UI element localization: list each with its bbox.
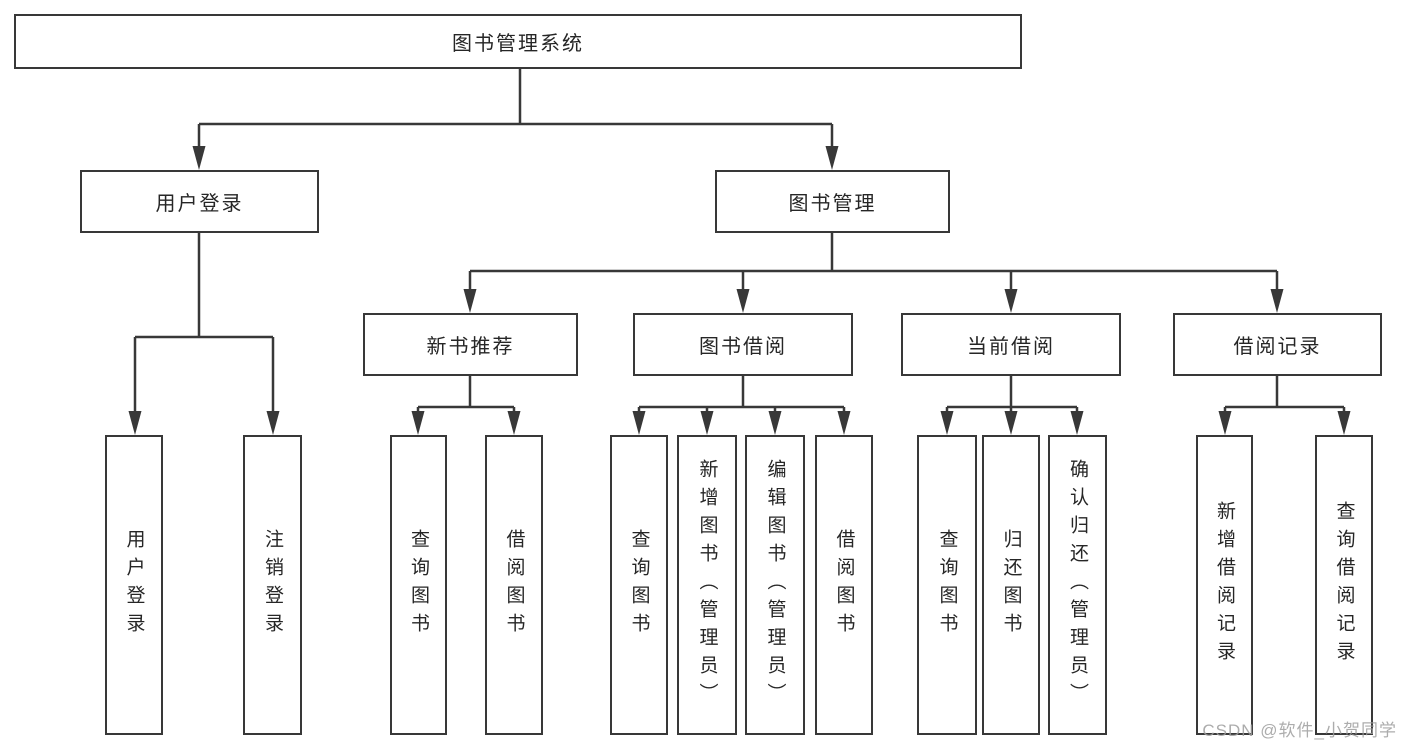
- node-user-login-branch: 用户登录: [80, 170, 319, 233]
- node-book-borrow: 图书借阅: [633, 313, 853, 376]
- leaf-edit-book-admin-label: 编辑图书（管理员）: [764, 459, 786, 711]
- leaf-borrow-book-recommend: 借阅图书: [485, 435, 543, 735]
- leaf-query-book-recommend: 查询图书: [390, 435, 447, 735]
- node-current-borrow-label: 当前借阅: [967, 336, 1055, 358]
- node-book-management-label: 图书管理: [788, 193, 877, 215]
- node-user-login-branch-label: 用户登录: [155, 193, 244, 215]
- leaf-query-borrow-record: 查询借阅记录: [1315, 435, 1373, 735]
- node-new-book-recommend-label: 新书推荐: [426, 336, 515, 358]
- node-borrow-records-label: 借阅记录: [1233, 336, 1322, 358]
- csdn-watermark: CSDN @软件_小贺同学: [1202, 721, 1397, 740]
- node-book-management: 图书管理: [715, 170, 950, 233]
- leaf-logout: 注销登录: [243, 435, 302, 735]
- leaf-add-borrow-record: 新增借阅记录: [1196, 435, 1253, 735]
- node-borrow-records: 借阅记录: [1173, 313, 1382, 376]
- leaf-borrow-book-recommend-label: 借阅图书: [503, 529, 525, 641]
- leaf-query-book-current-label: 查询图书: [936, 529, 958, 641]
- node-root-label: 图书管理系统: [452, 33, 584, 55]
- leaf-user-login-label: 用户登录: [123, 529, 145, 641]
- node-current-borrow: 当前借阅: [901, 313, 1121, 376]
- node-book-borrow-label: 图书借阅: [699, 336, 787, 358]
- leaf-borrow-book-borrow-label: 借阅图书: [833, 529, 855, 641]
- leaf-logout-label: 注销登录: [262, 529, 283, 641]
- node-root: 图书管理系统: [14, 14, 1022, 69]
- leaf-confirm-return-admin-label: 确认归还（管理员）: [1067, 459, 1088, 711]
- leaf-add-book-admin-label: 新增图书（管理员）: [696, 459, 718, 711]
- leaf-edit-book-admin: 编辑图书（管理员）: [745, 435, 805, 735]
- leaf-query-book-current: 查询图书: [917, 435, 977, 735]
- leaf-query-book-recommend-label: 查询图书: [408, 529, 429, 641]
- leaf-add-borrow-record-label: 新增借阅记录: [1214, 501, 1235, 669]
- leaf-query-borrow-record-label: 查询借阅记录: [1333, 501, 1355, 669]
- leaf-return-book: 归还图书: [982, 435, 1040, 735]
- leaf-query-book-borrow: 查询图书: [610, 435, 668, 735]
- node-new-book-recommend: 新书推荐: [363, 313, 578, 376]
- leaf-return-book-label: 归还图书: [1000, 529, 1022, 641]
- leaf-borrow-book-borrow: 借阅图书: [815, 435, 873, 735]
- leaf-query-book-borrow-label: 查询图书: [628, 529, 650, 641]
- leaf-confirm-return-admin: 确认归还（管理员）: [1048, 435, 1107, 735]
- leaf-add-book-admin: 新增图书（管理员）: [677, 435, 737, 735]
- leaf-user-login: 用户登录: [105, 435, 163, 735]
